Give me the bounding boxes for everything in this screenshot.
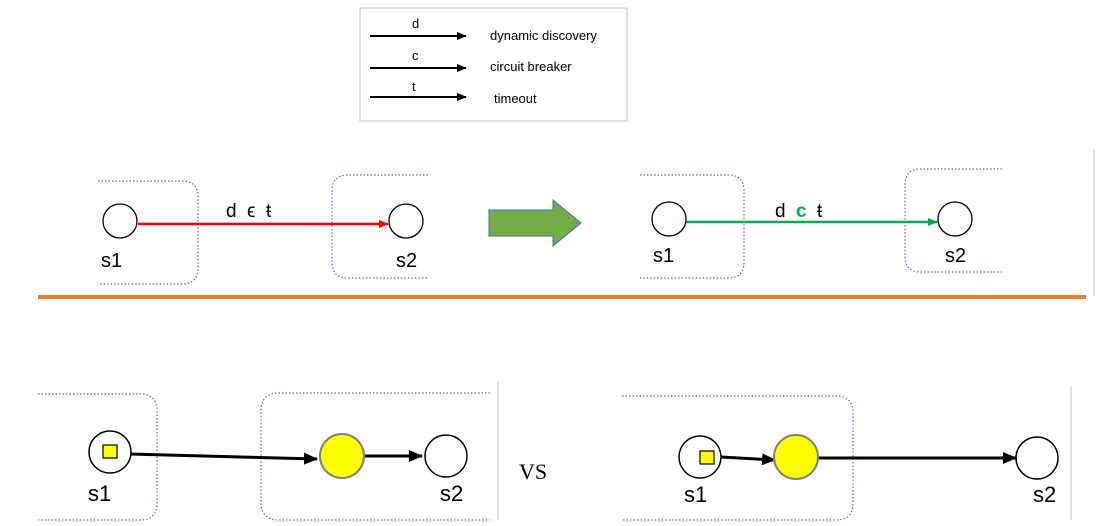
legend-box bbox=[359, 7, 628, 122]
node-s2-label: s2 bbox=[396, 250, 417, 272]
legend-key: c bbox=[412, 48, 419, 63]
service-group-s1 bbox=[622, 395, 854, 521]
service-group-s1 bbox=[640, 174, 745, 279]
legend-label: timeout bbox=[494, 91, 537, 106]
node-s1-label: s1 bbox=[684, 482, 707, 507]
legend-label: circuit breaker bbox=[490, 59, 572, 74]
legend-key: d bbox=[412, 16, 419, 31]
transition-arrow bbox=[488, 198, 582, 248]
top-left-diagram: s1 s2 d ϵ ŧ bbox=[98, 174, 428, 285]
node-s2 bbox=[937, 201, 973, 237]
service-group-s1 bbox=[38, 393, 158, 521]
node-s2 bbox=[1015, 436, 1059, 480]
sidecar-proxy-node bbox=[319, 433, 365, 479]
edge-s1-proxy bbox=[128, 452, 318, 465]
service-group-s2 bbox=[260, 392, 490, 521]
client-library-icon bbox=[699, 450, 715, 465]
legend-item-circuit-breaker: c circuit breaker bbox=[370, 48, 572, 74]
bottom-right-diagram: s1 s2 bbox=[622, 395, 1059, 521]
legend-item-dynamic-discovery: d dynamic discovery bbox=[370, 16, 597, 43]
edge-label-t: ŧ bbox=[266, 201, 272, 222]
node-s1-label: s1 bbox=[101, 250, 122, 272]
bottom-left-diagram: s1 s2 bbox=[38, 392, 490, 521]
edge-label-d: d bbox=[775, 201, 786, 222]
edge-label-d: d bbox=[226, 201, 237, 222]
node-s2 bbox=[388, 203, 424, 239]
node-s1 bbox=[102, 203, 138, 239]
node-s2-label: s2 bbox=[440, 481, 463, 506]
edge-label-c: ϵ bbox=[247, 201, 255, 222]
edge-label-t: ŧ bbox=[817, 201, 823, 222]
service-group-s2 bbox=[331, 174, 428, 279]
service-group-s2 bbox=[904, 168, 1002, 273]
node-s1-label: s1 bbox=[88, 481, 111, 506]
legend-item-timeout: t timeout bbox=[370, 79, 537, 106]
edge-label-c: c bbox=[796, 201, 807, 222]
legend-label: dynamic discovery bbox=[490, 28, 597, 43]
top-right-diagram: s1 s2 d c ŧ bbox=[640, 168, 1002, 279]
edge-s1-proxy bbox=[720, 453, 776, 466]
vs-label: VS bbox=[519, 459, 547, 484]
client-library-icon bbox=[102, 444, 118, 459]
legend-key: t bbox=[412, 79, 416, 94]
node-s1 bbox=[651, 201, 687, 237]
legend: d dynamic discovery c circuit breaker t … bbox=[359, 7, 628, 122]
node-s2 bbox=[424, 434, 468, 478]
node-s1-label: s1 bbox=[653, 245, 674, 267]
service-group-s1 bbox=[98, 180, 199, 285]
node-s2-label: s2 bbox=[1033, 482, 1056, 507]
node-s2-label: s2 bbox=[945, 245, 966, 267]
sidecar-proxy-node bbox=[773, 434, 819, 480]
